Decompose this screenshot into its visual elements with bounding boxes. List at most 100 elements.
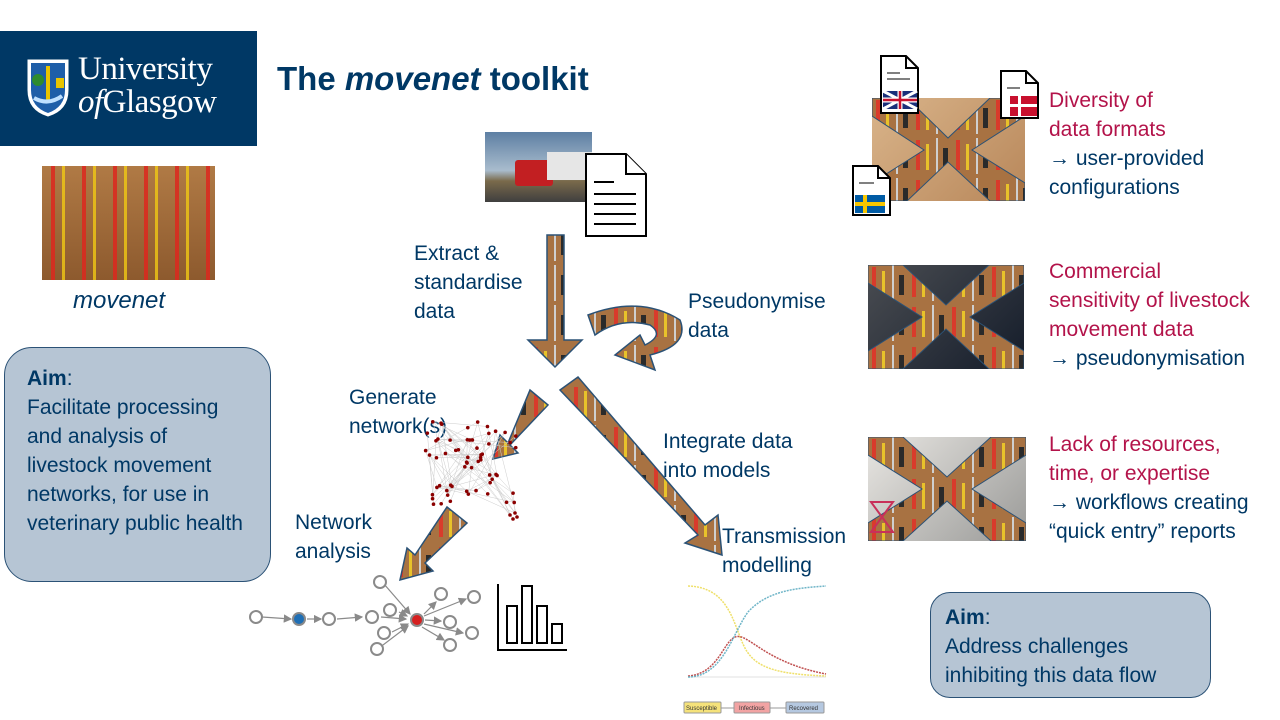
network-node [515,515,519,519]
network-node [467,438,472,442]
page-title: The movenet toolkit [277,60,589,97]
network-node-blue [292,612,306,626]
network-node [430,492,435,497]
network-node [479,458,483,462]
network-node [490,477,494,482]
network-node [436,437,440,441]
network-node [427,453,432,457]
network-node [513,445,518,450]
svg-text:Recovered: Recovered [789,706,818,712]
logo-university-text: University [78,51,213,87]
sir-model-plot: Susceptible Infectious Recovered [683,585,827,714]
crest-icon [27,59,69,117]
network-node [470,438,475,442]
network-analysis-arrow [399,505,469,582]
network-node [466,455,470,460]
network-node [513,434,518,438]
network-node [480,452,485,456]
challenge-2: Commercial sensitivity of livestock move… [1049,260,1250,370]
network-node [431,502,436,506]
network-node [464,489,469,494]
doc-denmark-flag-icon [1000,70,1039,119]
network-node [448,499,453,504]
aim-heading: Aim: [27,367,73,390]
network-node [435,485,439,490]
doc-uk-flag-icon [880,55,919,114]
document-icon [585,153,647,237]
network-node [474,488,478,493]
challenge-image-sensitivity [868,265,1024,369]
network-node [439,501,443,506]
network-node [512,500,517,505]
doc-sweden-flag-icon [852,165,891,216]
network-node [485,492,490,496]
network-node [485,424,490,429]
toolkit-image [42,166,215,280]
network-node [493,429,498,434]
network-node [487,442,491,446]
network-node [430,496,435,501]
extract-arrow [526,234,584,369]
pseudonymise-arrow [587,305,683,372]
network-node [439,421,443,425]
network-node [437,483,442,488]
svg-text:Susceptible: Susceptible [686,706,718,712]
challenge-3: Lack of resources, time, or expertise → … [1049,433,1249,543]
aim-box-right: Aim: Address challenges inhibiting this … [930,592,1211,698]
infectious-curve [687,635,827,677]
recovered-curve [687,585,827,678]
network-node [503,430,507,435]
aim-heading-right: Aim: [945,606,991,629]
aim-right-line-1: Address challenges [945,635,1129,658]
truck-image [485,132,592,202]
network-node [445,488,449,493]
network-node [487,431,491,436]
integrate-arrow [558,375,723,557]
generate-network-arrow [491,388,550,461]
network-node [475,446,479,450]
compartment-recovered [785,701,825,714]
network-node [445,493,450,497]
aim-right-line-2: inhibiting this data flow [945,664,1157,687]
network-analysis-diagram [249,575,481,656]
network-node-red [410,613,424,627]
network-node [475,420,480,424]
network-node [463,464,467,469]
network-node [443,451,448,456]
network-node [430,419,435,424]
network-node [508,513,512,517]
network-node [466,492,471,496]
generated-network-graph [423,419,519,521]
aim-box-left: Aim: Facilitate processing and analysis … [4,347,271,582]
network-node [434,455,439,460]
network-node [511,517,515,521]
svg-text:Infectious: Infectious [739,706,765,712]
toolkit-caption: movenet [73,287,166,314]
hourglass-icon [869,501,895,533]
network-node [425,431,430,435]
challenge-1: Diversity of data formats → user-provide… [1049,89,1205,199]
network-node [504,500,509,505]
susceptible-curve [687,585,827,677]
network-analysis-arrow-wrap [399,505,469,582]
network-node [488,480,492,485]
challenge-image-formats [872,98,1025,201]
network-node [448,483,453,487]
network-node [469,465,474,470]
network-node [487,473,492,477]
university-logo: University ofGlasgow [0,31,257,146]
logo-glasgow-text: ofGlasgow [78,84,217,120]
network-node [508,440,512,445]
aim-text: Facilitate processing and analysis of li… [27,396,243,535]
bar-chart-icon [497,584,567,651]
network-node [465,425,470,430]
network-node [423,448,428,453]
challenge-image-resources [868,437,1026,541]
network-node [453,448,458,453]
